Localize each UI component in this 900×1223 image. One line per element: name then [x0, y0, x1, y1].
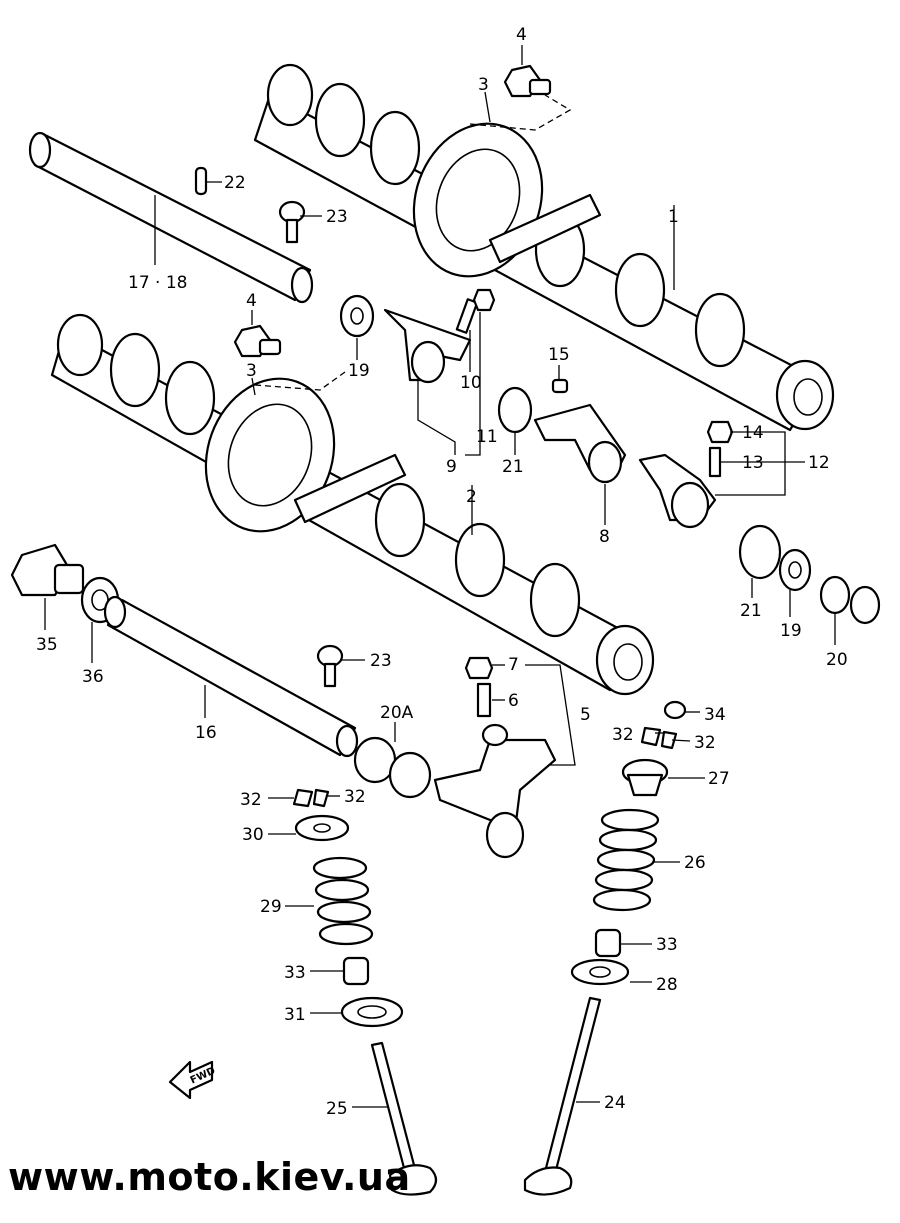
- callout-17-18: 17 · 18: [128, 273, 187, 293]
- callout-3-upper: 3: [478, 75, 489, 95]
- spring-20a-b: [388, 751, 432, 799]
- callout-19-right: 19: [780, 621, 802, 641]
- callout-34: 34: [704, 705, 726, 725]
- callout-32-upper-right: 32: [694, 733, 716, 753]
- retainer-27: [621, 758, 669, 797]
- callout-36: 36: [82, 667, 104, 687]
- callout-15: 15: [548, 345, 570, 365]
- spring-seat-28: [570, 958, 630, 986]
- callout-19-upper: 19: [348, 361, 370, 381]
- cap-34: [663, 700, 687, 720]
- callout-33-left: 33: [284, 963, 306, 983]
- callout-5: 5: [580, 705, 591, 725]
- rocker-arm-12: [638, 453, 717, 529]
- bolt-23-lower: [316, 644, 344, 688]
- callout-33-right: 33: [656, 935, 678, 955]
- callout-32-upper-left: 32: [612, 725, 634, 745]
- callout-35: 35: [36, 635, 58, 655]
- callout-23-lower: 23: [370, 651, 392, 671]
- spring-20-right-b: [849, 585, 881, 625]
- bush-21-right: [738, 524, 782, 580]
- cotter-32-upper-right: [660, 730, 678, 750]
- oil-seal-33-right: [594, 928, 622, 958]
- rocker-arm-5: [433, 723, 557, 859]
- oil-seal-33-left: [342, 956, 370, 986]
- callout-9: 9: [446, 457, 457, 477]
- rocker-shaft-16: [103, 595, 359, 758]
- valve-spring-26: [592, 808, 660, 912]
- callout-30: 30: [242, 825, 264, 845]
- bolt-4-upper: [503, 64, 552, 98]
- spring-20-right-a: [819, 575, 851, 615]
- callout-2: 2: [466, 487, 477, 507]
- callout-26: 26: [684, 853, 706, 873]
- leader-lines: [44, 45, 836, 1108]
- callout-21-middle: 21: [502, 457, 524, 477]
- valve-25: [370, 1041, 438, 1196]
- sprocket-bolt-dash-upper: [469, 94, 572, 131]
- cotter-32-lower-right: [312, 788, 330, 808]
- callout-1: 1: [668, 207, 679, 227]
- locknut-14: [706, 420, 734, 444]
- rocker-arm-9: [383, 308, 472, 384]
- callout-3-lower: 3: [246, 361, 257, 381]
- callout-13: 13: [742, 453, 764, 473]
- adjuster-screw-6: [476, 682, 492, 718]
- bush-21-middle: [497, 386, 533, 434]
- callout-28: 28: [656, 975, 678, 995]
- bolt-4-lower: [233, 324, 282, 358]
- fwd-arrow-icon: FWD: [168, 1060, 217, 1100]
- cotter-32-lower-left: [292, 788, 314, 808]
- callout-labels: 4 3 1 22 23 17 · 18 4 3 19 10 11 9 21 15…: [36, 25, 848, 1119]
- bolt-23-upper: [278, 200, 306, 244]
- callout-16: 16: [195, 723, 217, 743]
- camshaft-2: [50, 313, 655, 696]
- callout-32-lower-left: 32: [240, 790, 262, 810]
- callout-6: 6: [508, 691, 519, 711]
- sprocket-bolt-dash-lower: [254, 371, 346, 391]
- callout-21-right: 21: [740, 601, 762, 621]
- callout-11: 11: [476, 427, 498, 447]
- callout-32-lower-right: 32: [344, 787, 366, 807]
- camshaft-1: [253, 63, 835, 432]
- retainer-30: [294, 814, 350, 842]
- callout-4-upper: 4: [516, 25, 527, 45]
- cam-sprocket-upper: [412, 122, 602, 278]
- adjuster-screw-13: [708, 446, 722, 478]
- cotter-32-upper-left: [640, 726, 662, 747]
- callout-29: 29: [260, 897, 282, 917]
- locknut-7: [464, 656, 494, 680]
- callout-7: 7: [508, 655, 519, 675]
- callout-12: 12: [808, 453, 830, 473]
- callout-24: 24: [604, 1093, 626, 1113]
- rocker-shaft-17-18: [28, 131, 314, 304]
- callout-25: 25: [326, 1099, 348, 1119]
- adjuster-screw-10: [455, 298, 479, 334]
- rocker-arm-8: [533, 403, 627, 484]
- callout-20a: 20A: [380, 703, 414, 723]
- callout-8: 8: [599, 527, 610, 547]
- callout-31: 31: [284, 1005, 306, 1025]
- valve-24: [523, 996, 602, 1196]
- callout-14: 14: [742, 423, 764, 443]
- locknut-11: [472, 288, 496, 312]
- cam-sprocket-lower: [204, 377, 407, 533]
- callout-4-lower: 4: [246, 291, 257, 311]
- bolt-15: [551, 378, 569, 394]
- callout-27: 27: [708, 769, 730, 789]
- spring-seat-31: [340, 996, 404, 1028]
- callout-22: 22: [224, 173, 246, 193]
- pin-22: [194, 166, 208, 196]
- watermark-url: www.moto.kiev.ua: [8, 1155, 411, 1199]
- callout-10: 10: [460, 373, 482, 393]
- plug-35: [10, 543, 85, 597]
- callout-20: 20: [826, 650, 848, 670]
- callout-23-upper: 23: [326, 207, 348, 227]
- valve-spring-29: [312, 856, 374, 946]
